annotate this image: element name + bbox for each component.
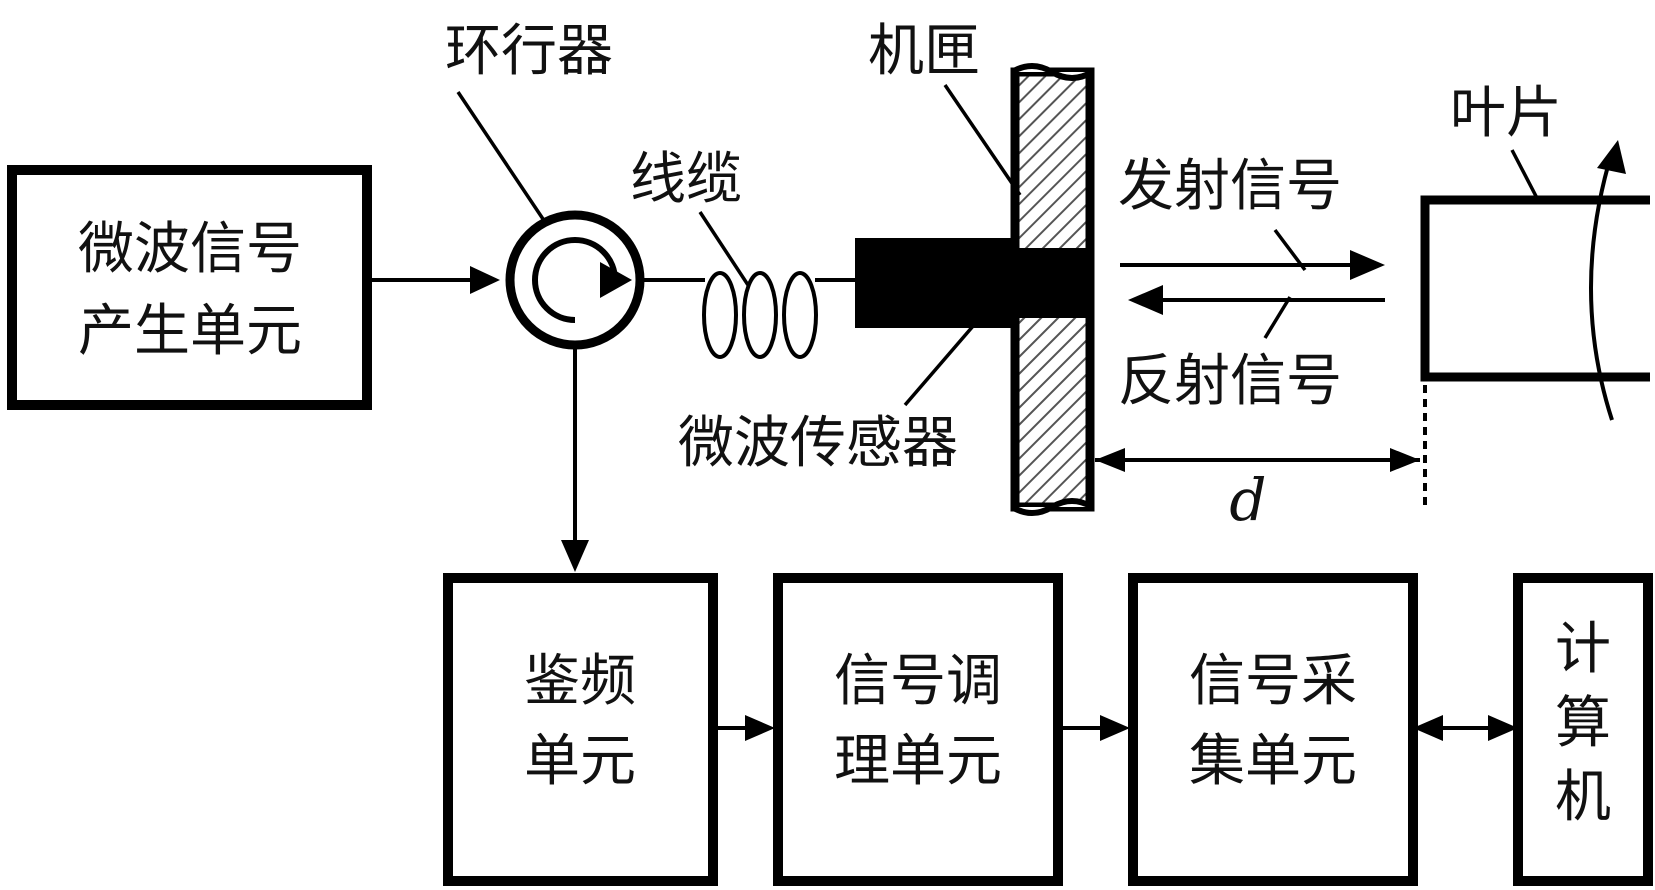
- casing-leader-line: [943, 84, 1022, 196]
- acquisition-computer-bidirectional-arrow: [1413, 715, 1518, 741]
- microwave-generator-line1: 微波信号: [78, 217, 302, 282]
- cable-label: 线缆: [630, 147, 742, 212]
- circulator-label: 环行器: [445, 19, 613, 84]
- circulator-symbol: [505, 210, 645, 350]
- distance-label: d: [1229, 466, 1266, 534]
- distance-dimension: [1095, 448, 1420, 472]
- circulator-to-discriminator-arrow: [561, 345, 589, 572]
- discriminator-line2: 单元: [524, 729, 636, 794]
- sensor-label: 微波传感器: [678, 411, 958, 476]
- acquisition-line1: 信号采: [1189, 649, 1357, 714]
- computer-char1: 计: [1555, 617, 1611, 682]
- casing-label: 机匣: [868, 19, 980, 84]
- circulator-leader-line: [456, 91, 547, 223]
- sensor-leader-line: [903, 316, 982, 407]
- cable-leader-line: [698, 211, 750, 286]
- conditioning-line1: 信号调: [834, 649, 1002, 714]
- transmit-signal-label: 发射信号: [1118, 154, 1342, 219]
- conditioning-to-acquisition-arrow: [1058, 715, 1130, 741]
- acquisition-block: 信号采 集单元: [1128, 573, 1418, 886]
- reflect-signal-label: 反射信号: [1118, 349, 1342, 414]
- conditioning-block: 信号调 理单元: [773, 573, 1063, 886]
- generator-to-circulator-arrow: [367, 266, 500, 294]
- discriminator-block: 鉴频 单元: [443, 573, 718, 886]
- computer-char3: 机: [1555, 765, 1611, 830]
- discriminator-line1: 鉴频: [524, 649, 636, 714]
- conditioning-line2: 理单元: [834, 729, 1002, 794]
- microwave-sensor: [855, 238, 1090, 328]
- reflect-signal-arrow: [1128, 285, 1385, 339]
- transmit-signal-arrow: [1120, 228, 1385, 280]
- discriminator-to-conditioning-arrow: [713, 715, 775, 741]
- microwave-generator-block: 微波信号 产生单元: [7, 165, 372, 410]
- microwave-generator-line2: 产生单元: [78, 299, 302, 364]
- computer-char2: 算: [1555, 691, 1611, 756]
- acquisition-line2: 集单元: [1189, 729, 1357, 794]
- blade-label: 叶片: [1450, 81, 1562, 146]
- blade-leader-line: [1510, 149, 1540, 201]
- computer-block: 计 算 机: [1513, 573, 1653, 886]
- cable-coil: [640, 271, 855, 359]
